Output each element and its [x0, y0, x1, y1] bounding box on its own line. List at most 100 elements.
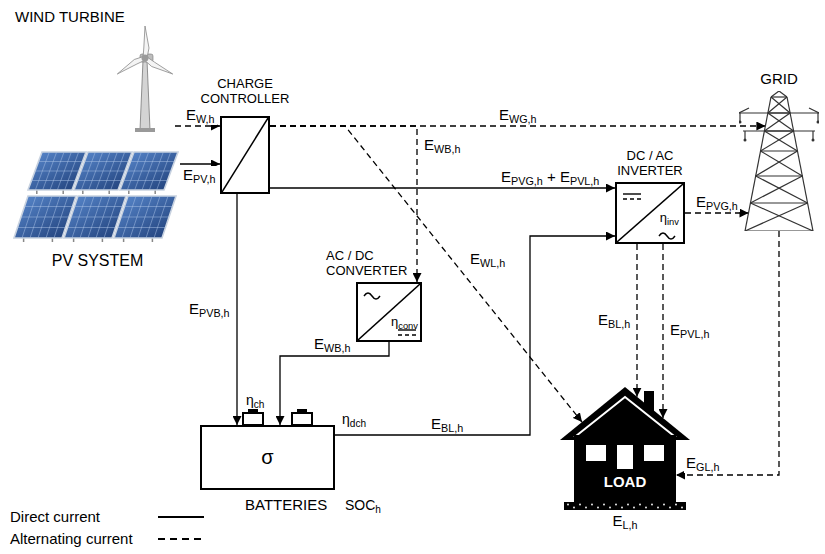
- subscript: WB,h: [434, 143, 460, 155]
- subscript: h: [375, 504, 381, 515]
- subscript: PVG,h: [511, 175, 543, 187]
- ac-connector: [662, 244, 663, 418]
- subscript: L,h: [623, 519, 638, 531]
- battery-terminal-cap: [297, 409, 307, 413]
- pv-cell-line: [78, 180, 122, 181]
- house-ground-dot: [579, 504, 581, 506]
- box-diagonal: [358, 284, 420, 340]
- inverter-box: ηinv: [615, 182, 685, 244]
- house-icon-art: [560, 385, 690, 510]
- node-title: PV SYSTEM: [10, 251, 185, 270]
- pylon-icon: [739, 91, 819, 231]
- subscript: WL,h: [480, 257, 505, 269]
- tower-insulator: [817, 113, 818, 121]
- house-door: [617, 445, 633, 469]
- pv-cell-line: [71, 217, 119, 218]
- tower-brace: [750, 203, 813, 231]
- node-heading: DC / AC INVERTER: [613, 148, 688, 178]
- house-window: [586, 445, 606, 461]
- house-ground-dot: [609, 507, 611, 509]
- ac-symbol: [659, 233, 675, 239]
- tower-strut: [745, 230, 813, 231]
- tower-insulator-end: [744, 139, 747, 142]
- subscript: WG,h: [509, 113, 537, 125]
- turbine-base: [135, 128, 155, 132]
- pv-cell-line: [39, 161, 83, 162]
- house-ground-dot: [681, 507, 683, 509]
- house-ground-dot: [633, 507, 635, 509]
- energy-flow-label: EBL,h: [596, 311, 632, 330]
- pv-cell-line: [127, 171, 171, 172]
- state-of-charge: SOCh: [345, 497, 381, 515]
- pv-cell-line: [125, 206, 173, 207]
- load: LOADEL,h: [560, 385, 690, 531]
- box-diagonal: [617, 184, 683, 242]
- tower-brace: [764, 131, 797, 151]
- tower-arm: [739, 108, 749, 113]
- dc-connector: [280, 342, 389, 425]
- tower-brace: [756, 151, 798, 176]
- pv-cell-line: [124, 180, 168, 181]
- converter: AC / DC CONVERTER ηconv: [326, 248, 426, 342]
- energy-flow-label: EWL,h: [468, 250, 507, 269]
- house-ground-dot: [621, 507, 623, 509]
- node-heading: AC / DC CONVERTER: [326, 248, 416, 278]
- ac-connector: [636, 244, 637, 397]
- tower-arm: [809, 108, 819, 113]
- tower-peak: [779, 91, 787, 97]
- house-ground-dot: [591, 504, 593, 506]
- house-ground-dot: [651, 504, 653, 506]
- pv-cell-line: [131, 161, 175, 162]
- node-title: WIND TURBINE: [15, 8, 215, 26]
- subscript: W,h: [196, 113, 215, 125]
- energy-flow-label: EPVB,h: [187, 300, 232, 319]
- subscript: PVB,h: [199, 307, 230, 319]
- house-ground-dot: [573, 507, 575, 509]
- tower-strut: [750, 202, 807, 203]
- legend-sample: [158, 533, 208, 545]
- dc-connector: [236, 194, 237, 425]
- solar-panel-icon: [10, 148, 180, 243]
- pv-cell-line: [68, 227, 116, 228]
- legend-sample: [158, 511, 208, 523]
- dc-symbol: [398, 334, 416, 335]
- pv-cell-line: [121, 217, 169, 218]
- node-title: GRID: [735, 70, 823, 88]
- tower-brace: [771, 97, 790, 113]
- dc-connector: [180, 163, 220, 164]
- pv-cell-line: [75, 206, 123, 207]
- batteries: σBATTERIES: [200, 400, 340, 514]
- tower-strut: [768, 112, 790, 113]
- ac-connector: [685, 212, 748, 213]
- box-text: ηinv: [660, 210, 679, 227]
- subscript: PVG,h: [706, 200, 738, 212]
- grid: GRID: [735, 70, 823, 231]
- tower-insulator: [812, 131, 813, 139]
- ac-connector: [676, 231, 779, 475]
- house-ground-dot: [597, 507, 599, 509]
- energy-flow-label: EWB,h: [312, 335, 352, 354]
- box-text: LOAD: [604, 473, 647, 491]
- energy-flow-label: EGL,h: [684, 454, 721, 473]
- pv-cell-line: [25, 206, 73, 207]
- pv-system: PV SYSTEM: [10, 148, 185, 270]
- subscript: PVL,h: [570, 175, 599, 187]
- tower-brace: [764, 113, 790, 131]
- house-ground-dot: [657, 507, 659, 509]
- controller-box-art: [222, 118, 268, 192]
- pv-cell-line: [35, 171, 79, 172]
- battery-terminal: [243, 413, 263, 425]
- subscript: BL,h: [441, 422, 463, 434]
- inverter: DC / AC INVERTER ηinv: [600, 148, 700, 244]
- pv-panel: [120, 152, 178, 190]
- energy-flow-label: EW,h: [184, 106, 217, 125]
- pv-cell-line: [85, 161, 129, 162]
- legend-line: [158, 516, 204, 518]
- energy-flow-label: EWB,h: [422, 136, 462, 155]
- box-diagonal: [222, 118, 268, 192]
- charge-efficiency: ηch: [246, 392, 264, 410]
- house-icon: LOAD: [560, 385, 690, 510]
- box-text: ηconv: [391, 314, 418, 331]
- subscript: PVL,h: [680, 328, 709, 340]
